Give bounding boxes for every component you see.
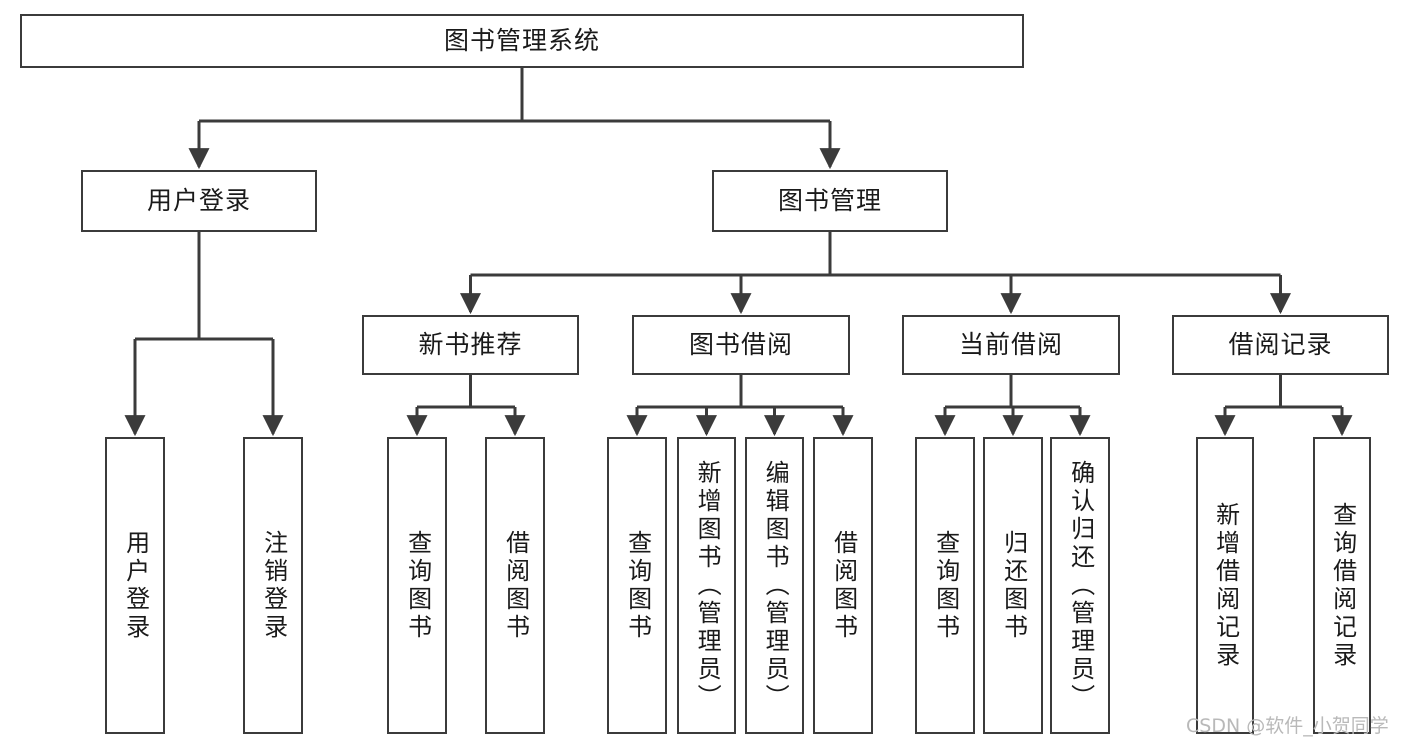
leaf-add-book-admin-label: 新增图书（管理员） [693, 459, 722, 712]
node-borrowing-records[interactable]: 借阅记录 [1172, 315, 1389, 375]
leaf-logout-label: 注销登录 [259, 529, 288, 642]
leaf-borrow-book-recommend-label: 借阅图书 [501, 529, 530, 642]
leaf-confirm-return-admin-label: 确认归还（管理员） [1066, 459, 1095, 712]
node-current-borrowing[interactable]: 当前借阅 [902, 315, 1120, 375]
leaf-add-borrow-record-label: 新增借阅记录 [1211, 501, 1240, 670]
leaf-borrow-book-recommend[interactable]: 借阅图书 [485, 437, 545, 734]
node-new-book-recommendation-label: 新书推荐 [418, 330, 523, 360]
leaf-logout[interactable]: 注销登录 [243, 437, 303, 734]
node-book-borrowing[interactable]: 图书借阅 [632, 315, 850, 375]
node-book-management-module[interactable]: 图书管理 [712, 170, 948, 232]
leaf-add-borrow-record[interactable]: 新增借阅记录 [1196, 437, 1254, 734]
node-user-login-module-label: 用户登录 [146, 186, 251, 216]
node-root[interactable]: 图书管理系统 [20, 14, 1024, 68]
watermark: CSDN @软件_小贺同学 [1186, 715, 1389, 737]
node-new-book-recommendation[interactable]: 新书推荐 [362, 315, 579, 375]
leaf-query-book-current[interactable]: 查询图书 [915, 437, 975, 734]
leaf-query-book-recommend-label: 查询图书 [403, 529, 432, 642]
leaf-add-book-admin[interactable]: 新增图书（管理员） [677, 437, 736, 734]
leaf-borrow-book[interactable]: 借阅图书 [813, 437, 873, 734]
leaf-query-book-borrowing[interactable]: 查询图书 [607, 437, 667, 734]
leaf-query-book-borrowing-label: 查询图书 [623, 529, 652, 642]
leaf-return-book-label: 归还图书 [999, 529, 1028, 642]
leaf-query-borrow-record-label: 查询借阅记录 [1328, 501, 1357, 670]
leaf-edit-book-admin-label: 编辑图书（管理员） [761, 459, 790, 712]
leaf-confirm-return-admin[interactable]: 确认归还（管理员） [1050, 437, 1110, 734]
leaf-user-login-label: 用户登录 [121, 529, 150, 642]
leaf-borrow-book-label: 借阅图书 [829, 529, 858, 642]
node-book-management-module-label: 图书管理 [777, 186, 882, 216]
leaf-query-book-recommend[interactable]: 查询图书 [387, 437, 447, 734]
leaf-user-login[interactable]: 用户登录 [105, 437, 165, 734]
node-root-label: 图书管理系统 [443, 26, 600, 56]
node-book-borrowing-label: 图书借阅 [688, 330, 793, 360]
node-borrowing-records-label: 借阅记录 [1228, 330, 1333, 360]
node-user-login-module[interactable]: 用户登录 [81, 170, 317, 232]
leaf-edit-book-admin[interactable]: 编辑图书（管理员） [745, 437, 804, 734]
leaf-query-book-current-label: 查询图书 [931, 529, 960, 642]
node-current-borrowing-label: 当前借阅 [958, 330, 1063, 360]
leaf-query-borrow-record[interactable]: 查询借阅记录 [1313, 437, 1371, 734]
leaf-return-book[interactable]: 归还图书 [983, 437, 1043, 734]
